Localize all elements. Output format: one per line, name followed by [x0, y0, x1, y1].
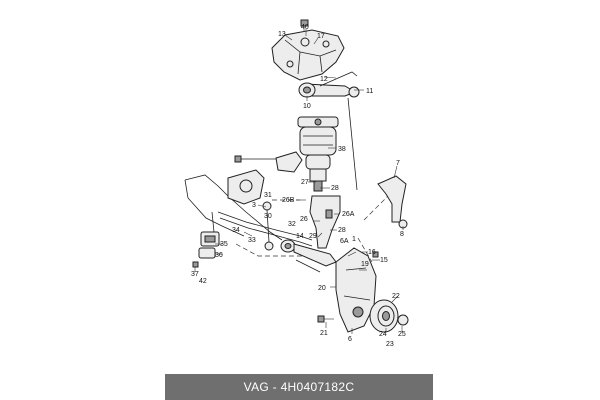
callout-40: 40 [301, 24, 309, 31]
callout-16: 16 [368, 249, 376, 256]
callout-25: 25 [398, 331, 406, 338]
caption-text: VAG - 4H0407182C [243, 380, 355, 394]
callout-26: 26 [300, 216, 308, 223]
part-number-caption: VAG - 4H0407182C [165, 374, 433, 400]
callout-27: 27 [301, 179, 309, 186]
callout-35: 35 [220, 241, 228, 248]
callout-23: 23 [386, 341, 394, 348]
callout-38: 38 [338, 146, 346, 153]
callout-28b: 28 [338, 227, 346, 234]
air-spring-strut [297, 116, 339, 192]
callout-28: 28 [331, 185, 339, 192]
callout-13: 13 [278, 31, 286, 38]
stabilizer-rod [347, 97, 358, 191]
callout-11: 11 [366, 88, 373, 95]
reference-line-3 [363, 195, 389, 221]
callout-36: 36 [215, 252, 223, 259]
callout-17: 17 [317, 33, 325, 40]
callout-31: 31 [264, 192, 272, 199]
callout-29: 29 [309, 233, 317, 240]
callout-34: 34 [232, 227, 240, 234]
callout-32: 32 [288, 221, 296, 228]
callout-21: 21 [320, 330, 328, 337]
steering-knuckle [335, 247, 377, 333]
callout-6a: 6A [340, 238, 349, 245]
stabilizer-bar [217, 211, 313, 247]
callout-1: 1 [352, 236, 356, 243]
callout-12: 12 [320, 76, 328, 83]
callout-22: 22 [392, 293, 400, 300]
callout-37: 37 [191, 271, 199, 278]
transverse-link [280, 239, 337, 273]
callout-33: 33 [248, 237, 256, 244]
callout-42: 42 [199, 278, 207, 285]
subframe [184, 151, 303, 241]
bolt-21 [317, 315, 334, 323]
callout-30: 30 [264, 213, 272, 220]
callout-26b: 26B [282, 197, 295, 204]
coupling-rod [262, 201, 274, 251]
bolt-15 [372, 251, 379, 258]
callout-26a: 26A [342, 211, 355, 218]
callout-8: 8 [400, 231, 404, 238]
reference-line-4 [357, 237, 373, 263]
leader-lines [215, 29, 404, 334]
callout-14: 14 [296, 233, 304, 240]
lower-control-arm [377, 175, 408, 229]
stabilizer-clamp [198, 231, 220, 259]
callout-3: 3 [252, 202, 256, 209]
callout-15: 15 [380, 257, 388, 264]
callout-10: 10 [303, 103, 311, 110]
callout-24: 24 [379, 331, 387, 338]
callout-6: 6 [348, 336, 352, 343]
strut-mount-bracket [271, 29, 345, 81]
wheel-hub [369, 299, 409, 333]
bolt-40 [300, 19, 309, 32]
strut-fork [309, 195, 341, 249]
callout-20: 20 [318, 285, 326, 292]
bolt-37-42 [192, 261, 199, 272]
callout-19: 19 [361, 261, 369, 268]
reference-line-2 [235, 243, 304, 257]
callout-7: 7 [396, 160, 400, 167]
